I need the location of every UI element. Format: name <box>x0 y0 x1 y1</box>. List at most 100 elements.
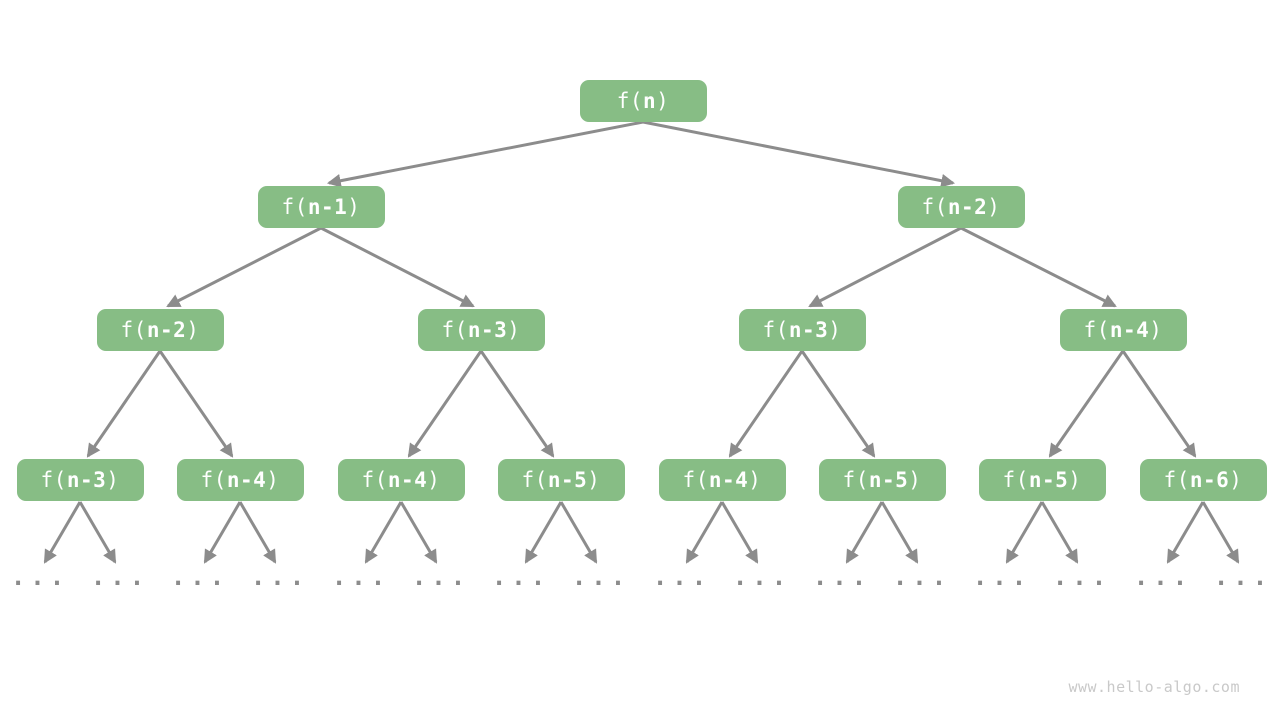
label-prefix: f( <box>762 318 789 342</box>
node-label: f(n-4) <box>201 468 280 492</box>
label-prefix: f( <box>200 468 227 492</box>
tree-node: f(n-5) <box>978 459 1106 501</box>
edge-arrow <box>720 501 759 564</box>
node-label: f(n-3) <box>442 318 521 342</box>
label-argument: n <box>642 89 657 113</box>
edge-arrow <box>1121 350 1197 458</box>
ellipsis: ... <box>90 563 150 591</box>
label-prefix: f( <box>521 468 548 492</box>
tree-node: f(n-5) <box>497 459 625 501</box>
watermark: www.hello-algo.com <box>1068 678 1240 696</box>
edge-arrow <box>728 350 804 458</box>
edge-arrow <box>524 501 563 564</box>
label-prefix: f( <box>682 468 709 492</box>
label-argument: n-4 <box>387 468 428 492</box>
label-suffix: ) <box>266 468 280 492</box>
label-suffix: ) <box>186 318 200 342</box>
edge-arrow <box>407 350 483 458</box>
label-suffix: ) <box>828 318 842 342</box>
label-prefix: f( <box>281 195 308 219</box>
edge-arrow <box>158 350 234 458</box>
label-argument: n-4 <box>1109 318 1150 342</box>
ellipsis: ... <box>170 563 230 591</box>
edge-arrow <box>78 501 117 564</box>
label-argument: n-3 <box>467 318 508 342</box>
edge-arrow <box>880 501 919 564</box>
label-prefix: f( <box>40 468 67 492</box>
label-argument: n-1 <box>307 195 348 219</box>
tree-node: f(n-5) <box>818 459 946 501</box>
label-argument: n-4 <box>708 468 749 492</box>
ellipsis: ... <box>972 563 1032 591</box>
label-suffix: ) <box>507 318 521 342</box>
tree-node: f(n-2) <box>897 186 1025 228</box>
ellipsis: ... <box>411 563 471 591</box>
ellipsis: ... <box>250 563 310 591</box>
ellipsis: ... <box>1133 563 1193 591</box>
node-label: f(n-5) <box>843 468 922 492</box>
ellipsis: ... <box>491 563 551 591</box>
label-prefix: f( <box>921 195 948 219</box>
node-label: f(n-4) <box>1084 318 1163 342</box>
edge-arrow <box>1166 501 1205 564</box>
ellipsis: ... <box>331 563 391 591</box>
tree-node: f(n-3) <box>16 459 144 501</box>
node-label: f(n-4) <box>683 468 762 492</box>
label-prefix: f( <box>1163 468 1190 492</box>
label-argument: n-2 <box>146 318 187 342</box>
edge-arrow <box>1201 501 1240 564</box>
label-argument: n-6 <box>1189 468 1230 492</box>
label-suffix: ) <box>1149 318 1163 342</box>
tree-node: f(n-4) <box>1059 309 1187 351</box>
node-label: f(n-4) <box>362 468 441 492</box>
label-argument: n-4 <box>226 468 267 492</box>
label-suffix: ) <box>748 468 762 492</box>
label-argument: n-3 <box>788 318 829 342</box>
tree-node: f(n-4) <box>658 459 786 501</box>
node-label: f(n-2) <box>922 195 1001 219</box>
label-suffix: ) <box>427 468 441 492</box>
tree-node: f(n) <box>579 80 707 122</box>
edge-arrow <box>326 120 644 188</box>
edge-arrow <box>364 501 403 564</box>
edge-arrow <box>320 226 475 308</box>
edge-arrow <box>845 501 884 564</box>
label-suffix: ) <box>987 195 1001 219</box>
label-prefix: f( <box>842 468 869 492</box>
node-label: f(n-3) <box>41 468 120 492</box>
node-label: f(n-5) <box>522 468 601 492</box>
ellipsis: ... <box>652 563 712 591</box>
ellipsis: ... <box>732 563 792 591</box>
label-argument: n-2 <box>947 195 988 219</box>
label-suffix: ) <box>106 468 120 492</box>
ellipsis: ... <box>812 563 872 591</box>
node-label: f(n-6) <box>1164 468 1243 492</box>
edge-arrow <box>203 501 242 564</box>
edge-arrow <box>399 501 438 564</box>
edge-arrow <box>86 350 162 458</box>
node-label: f(n-2) <box>121 318 200 342</box>
label-argument: n-5 <box>1028 468 1069 492</box>
node-label: f(n) <box>617 89 670 113</box>
tree-node: f(n-6) <box>1139 459 1267 501</box>
edge-arrow <box>166 226 322 308</box>
tree-node: f(n-4) <box>337 459 465 501</box>
tree-node: f(n-4) <box>176 459 304 501</box>
edge-arrow <box>238 501 277 564</box>
tree-node: f(n-2) <box>96 309 224 351</box>
label-prefix: f( <box>1002 468 1029 492</box>
label-suffix: ) <box>908 468 922 492</box>
edge-arrow <box>479 350 555 458</box>
label-suffix: ) <box>1229 468 1243 492</box>
label-prefix: f( <box>1083 318 1110 342</box>
edge-arrow <box>559 501 598 564</box>
node-label: f(n-5) <box>1003 468 1082 492</box>
edge-arrow <box>960 226 1117 308</box>
label-suffix: ) <box>1068 468 1082 492</box>
edge-arrow <box>800 350 876 458</box>
label-suffix: ) <box>656 89 670 113</box>
edge-arrow <box>1040 501 1079 564</box>
ellipsis: ... <box>892 563 952 591</box>
